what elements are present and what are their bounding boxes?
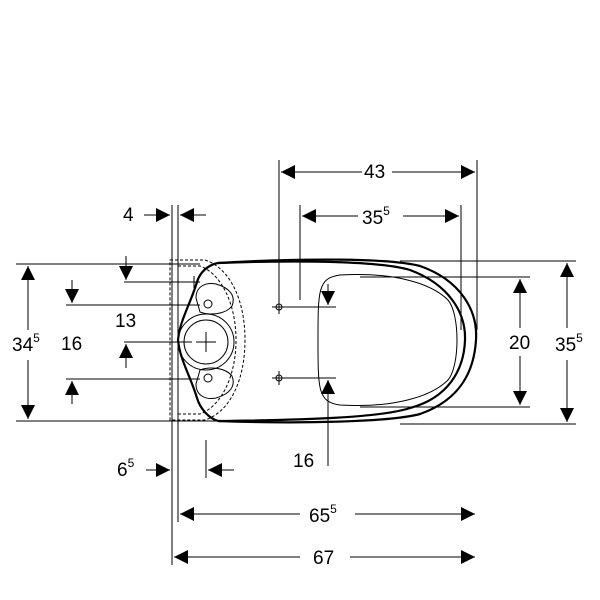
dim-16-left: 16: [61, 334, 82, 355]
toilet-outline: [169, 258, 478, 424]
fixing-point-crosses: [188, 276, 286, 385]
dim-13: 13: [115, 311, 136, 332]
dim-65-5: 655: [309, 502, 337, 527]
dim-16-bottom: 16: [293, 451, 314, 472]
dim-35-5-inner: 355: [362, 204, 390, 229]
dim-6-5: 65: [117, 456, 135, 481]
dim-20: 20: [509, 333, 530, 354]
dim-43: 43: [364, 162, 385, 183]
dimension-lines: [21, 165, 574, 564]
dim-67: 67: [313, 548, 334, 569]
extension-lines: [16, 160, 576, 565]
dimension-labels: 43 355 4 345 13 16 20 355 16 65 655 67: [12, 162, 583, 569]
dim-4: 4: [123, 205, 134, 226]
dim-34-5: 345: [12, 331, 40, 356]
dim-35-5-right: 355: [555, 331, 583, 356]
